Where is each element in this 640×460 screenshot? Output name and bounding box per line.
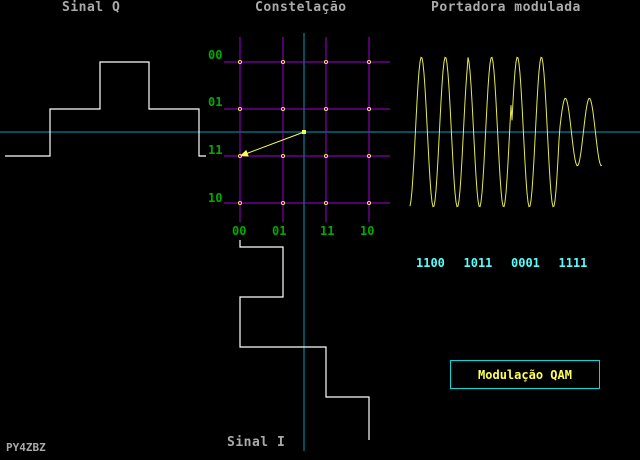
q-label-11: 11 <box>208 143 223 157</box>
constellation-point <box>280 107 285 112</box>
i-label-11: 11 <box>320 224 335 238</box>
signal-i-waveform <box>239 240 370 440</box>
q-label-00: 00 <box>208 48 223 62</box>
signal-q-waveform <box>5 61 206 157</box>
modulation-mode-badge[interactable]: Modulação QAM <box>450 360 600 389</box>
modulated-carrier-title: Portadora modulada <box>431 0 581 15</box>
q-label-10: 10 <box>208 191 223 205</box>
i-label-00: 00 <box>232 224 247 238</box>
constellation-point <box>323 153 328 158</box>
modulated-carrier-waveform <box>409 56 603 208</box>
constellation-point <box>323 107 328 112</box>
vector-arrowhead <box>240 149 249 157</box>
q-label-01: 01 <box>208 95 223 109</box>
constellation-point <box>323 200 328 205</box>
constellation-point <box>237 107 242 112</box>
constellation-point <box>366 153 371 158</box>
constellation-title: Constelação <box>255 0 347 15</box>
constellation-grid <box>224 37 390 222</box>
constellation-point <box>280 153 285 158</box>
signal-q-title: Sinal Q <box>62 0 121 15</box>
constellation-points <box>237 60 371 205</box>
constellation-point <box>280 200 285 205</box>
modulation-mode-label: Modulação QAM <box>478 367 572 382</box>
i-label-10: 10 <box>360 224 375 238</box>
constellation-point <box>366 60 371 65</box>
constellation-point <box>237 200 242 205</box>
symbol-3: 0001 <box>511 256 540 270</box>
constellation-point <box>280 60 285 65</box>
symbol-4: 1111 <box>558 256 588 270</box>
author-credit: PY4ZBZ <box>6 441 46 454</box>
constellation-point <box>323 60 328 65</box>
i-label-01: 01 <box>272 224 287 238</box>
signal-i-title: Sinal I <box>227 435 286 450</box>
constellation-point <box>366 200 371 205</box>
symbol-2: 1011 <box>463 256 493 270</box>
symbol-1: 1100 <box>416 256 445 270</box>
constellation-point <box>237 60 242 65</box>
symbol-sequence: 1100 1011 0001 1111 <box>416 256 606 270</box>
constellation-point <box>366 107 371 112</box>
constellation-vector <box>243 131 305 155</box>
origin-marker <box>302 130 306 134</box>
